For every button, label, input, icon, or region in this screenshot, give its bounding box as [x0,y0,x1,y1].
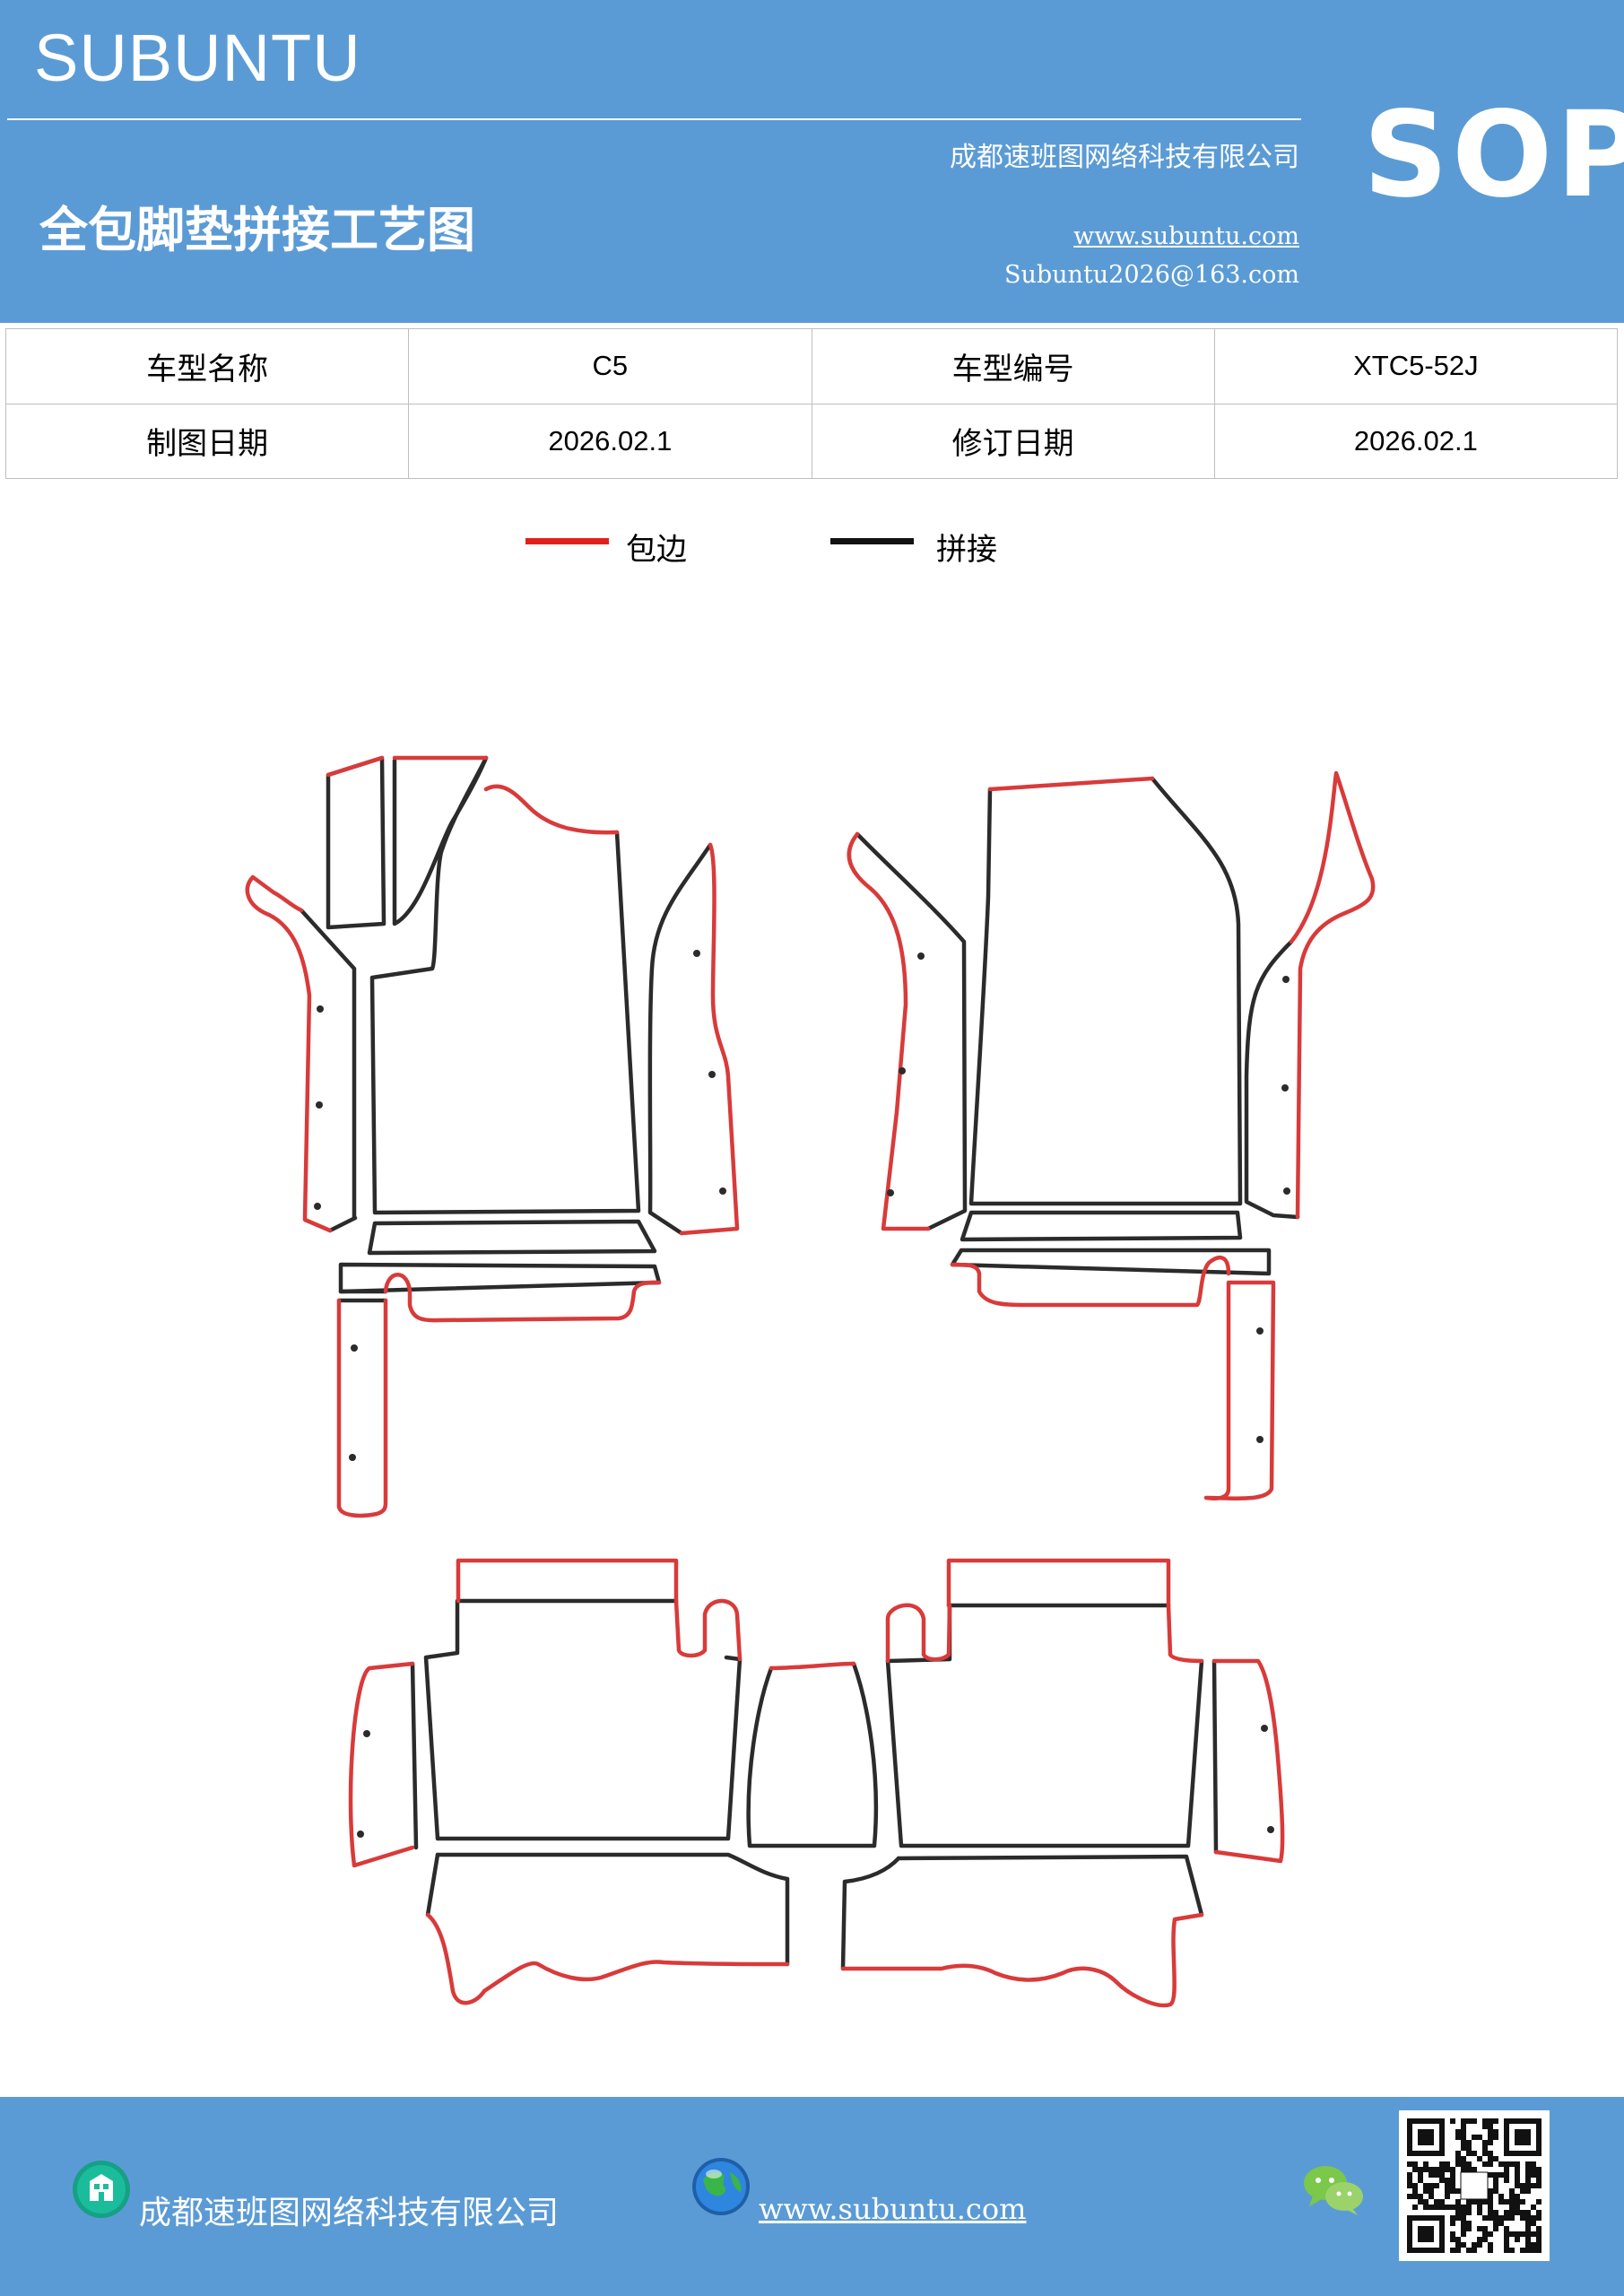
revision-date-label: 修订日期 [811,403,1215,479]
seam-line [435,1852,790,1967]
hole-marker [317,1005,324,1013]
hole-marker [349,1454,356,1461]
hole-marker [1256,1327,1264,1335]
seam-line [423,1598,743,1841]
model-name-label: 车型名称 [4,328,410,404]
binding-edge [847,831,931,1231]
page-title: 全包脚垫拼接工艺图 [39,201,475,258]
seam-line [410,1661,419,1850]
model-code-label: 车型编号 [811,328,1215,404]
seam-line [855,831,968,1231]
legend-label-binding: 包边 [626,532,687,568]
footer-company-name: 成都速班图网络科技有限公司 [139,2195,560,2231]
sop-badge: SOP [1363,86,1624,224]
vehicle-info-table: 车型名称 C5 车型编号 XTC5-52J 制图日期 2026.02.1 修订日… [4,328,1619,479]
hole-marker [1261,1725,1268,1732]
seam-line [960,1210,1243,1242]
seam-line [299,908,357,1221]
hole-marker [316,1101,323,1109]
seam-line [367,1219,657,1256]
hole-marker [363,1730,370,1737]
hole-marker [708,1071,716,1078]
seam-line [746,1661,879,1848]
drawing-date-label: 制图日期 [4,403,410,479]
website-link[interactable]: www.subuntu.com [1073,222,1299,250]
binding-edge [950,1255,1231,1308]
legend-label-seam: 拼接 [936,532,997,568]
binding-edge [336,1298,388,1518]
seam-line [326,755,386,930]
model-code-value: XTC5-52J [1213,328,1619,404]
seam-line [647,842,713,1236]
binding-edge [383,1273,662,1323]
hole-marker [887,1189,894,1196]
model-name-value: C5 [408,328,812,404]
binding-edge [425,1912,790,2005]
binding-edge [1289,770,1376,1220]
revision-date-value: 2026.02.1 [1213,403,1619,479]
seam-line [968,776,1243,1206]
binding-edge [456,1558,679,1604]
binding-edge [1166,1603,1204,1664]
binding-edge [673,1598,743,1662]
hole-marker [693,950,700,957]
table-row: 车型名称 C5 车型编号 XTC5-52J [4,328,1619,404]
seam-line [327,1215,358,1233]
footer-website-link[interactable]: www.subuntu.com [759,2192,1027,2226]
binding-edge [840,1912,1204,2008]
legend-swatch-seam [830,538,914,544]
seam-line [369,755,641,1215]
hole-marker [917,952,925,960]
mat-splicing-diagram [245,755,1376,2008]
binding-edge [483,784,620,835]
header-banner [0,0,1624,323]
binding-edge [769,1661,856,1671]
hole-marker [1281,1084,1289,1091]
seam-line [840,1856,901,1971]
hole-marker [351,1344,358,1352]
binding-edge [348,1661,415,1868]
binding-edge [987,776,1155,792]
legend-swatch-binding [525,538,609,544]
hole-marker [719,1187,726,1195]
seam-line [950,1248,1272,1276]
brand-logo-text: SUBUNTU [34,21,361,95]
qr-code[interactable] [1399,2110,1550,2261]
email-address: Subuntu2026@163.com [1004,261,1299,289]
binding-edge [245,874,333,1233]
hole-marker [314,1203,321,1210]
hole-marker [1283,1187,1290,1195]
seam-line [1211,1658,1219,1855]
binding-edge [946,1558,1171,1608]
hole-marker [357,1831,364,1838]
seam-line [885,1603,1204,1848]
building-icon [73,2161,130,2218]
wechat-icon [1304,2166,1363,2215]
seam-line [896,1854,1204,1918]
header-divider [7,118,1301,120]
binding-edge [679,842,740,1236]
binding-edge [326,755,385,778]
binding-edge [1211,1658,1285,1864]
binding-edge [1203,1280,1276,1501]
seam-line [1244,939,1300,1220]
company-name: 成都速班图网络科技有限公司 [950,142,1299,173]
binding-edge [885,1603,952,1664]
hole-marker [1267,1826,1274,1833]
table-row: 制图日期 2026.02.1 修订日期 2026.02.1 [4,403,1619,479]
hole-marker [1256,1436,1264,1443]
hole-marker [1282,976,1290,983]
hole-marker [899,1067,906,1074]
seam-line [425,1852,440,1918]
globe-icon [692,2158,750,2215]
drawing-date-value: 2026.02.1 [408,403,812,479]
